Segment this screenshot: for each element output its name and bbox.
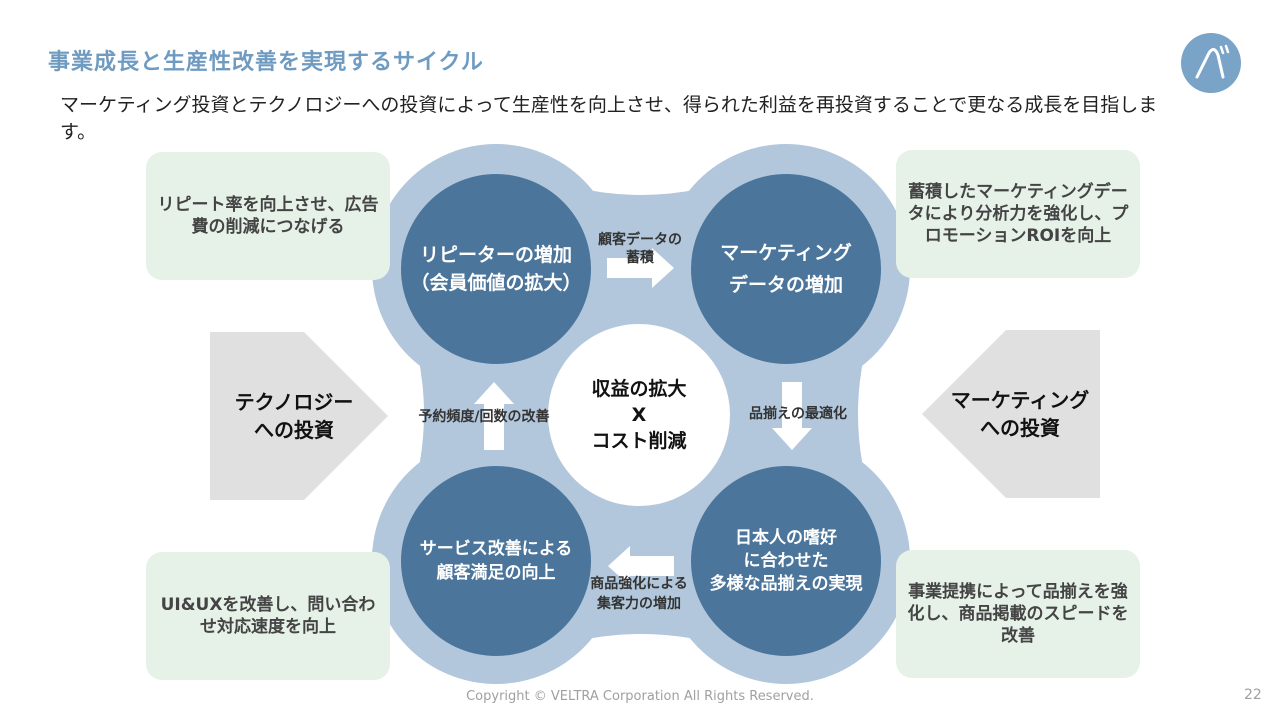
circle-marketing-data-increase: マーケティングデータの増加 <box>691 174 881 364</box>
page-subtitle: マーケティング投資とテクノロジーへの投資によって生産性を向上させ、得られた利益を… <box>60 94 1158 143</box>
page-title: 事業成長と生産性改善を実現するサイクル <box>48 50 484 75</box>
arrow-label-product-strengthening: 商品強化による集客力の増加 <box>590 576 688 612</box>
center-revenue-cost: 収益の拡大 X コスト削減 <box>548 324 730 506</box>
side-box-partnership: 事業提携によって品揃えを強化し、商品掲載のスピードを改善 <box>896 550 1140 678</box>
copyright-footer: Copyright © VELTRA Corporation All Right… <box>466 689 814 704</box>
arrow-label-assortment-optimization: 品揃えの最適化 <box>749 406 847 422</box>
technology-investment-label: テクノロジーへの投資 <box>234 390 354 442</box>
side-box-ui-ux: UI&UXを改善し、問い合わせ対応速度を向上 <box>146 552 390 680</box>
arrow-right-icon <box>607 248 674 288</box>
technology-investment-pentagon <box>210 332 388 500</box>
circle-diverse-products: 日本人の嗜好に合わせた多様な品揃えの実現 <box>691 466 881 656</box>
arrow-label-customer-data: 顧客データの蓄積 <box>598 232 682 266</box>
side-box-marketing-data: 蓄積したマーケティングデータにより分析力を強化し、プロモーションROIを向上 <box>896 150 1140 278</box>
arrow-down-icon <box>772 382 812 450</box>
circle-customer-satisfaction: サービス改善による顧客満足の向上 <box>401 466 591 656</box>
page-number: 22 <box>1244 687 1262 703</box>
arrow-label-booking-frequency: 予約頻度/回数の改善 <box>418 409 550 425</box>
marketing-investment-pentagon <box>922 330 1100 498</box>
arrow-up-icon <box>474 382 514 450</box>
side-box-repeat-rate: リピート率を向上させ、広告費の削減につなげる <box>146 152 390 280</box>
veltra-logo-icon <box>1181 33 1241 93</box>
marketing-investment-label: マーケティングへの投資 <box>950 388 1090 440</box>
arrow-left-icon <box>608 546 674 586</box>
circle-repeater-increase: リピーターの増加（会員価値の拡大） <box>401 174 591 364</box>
